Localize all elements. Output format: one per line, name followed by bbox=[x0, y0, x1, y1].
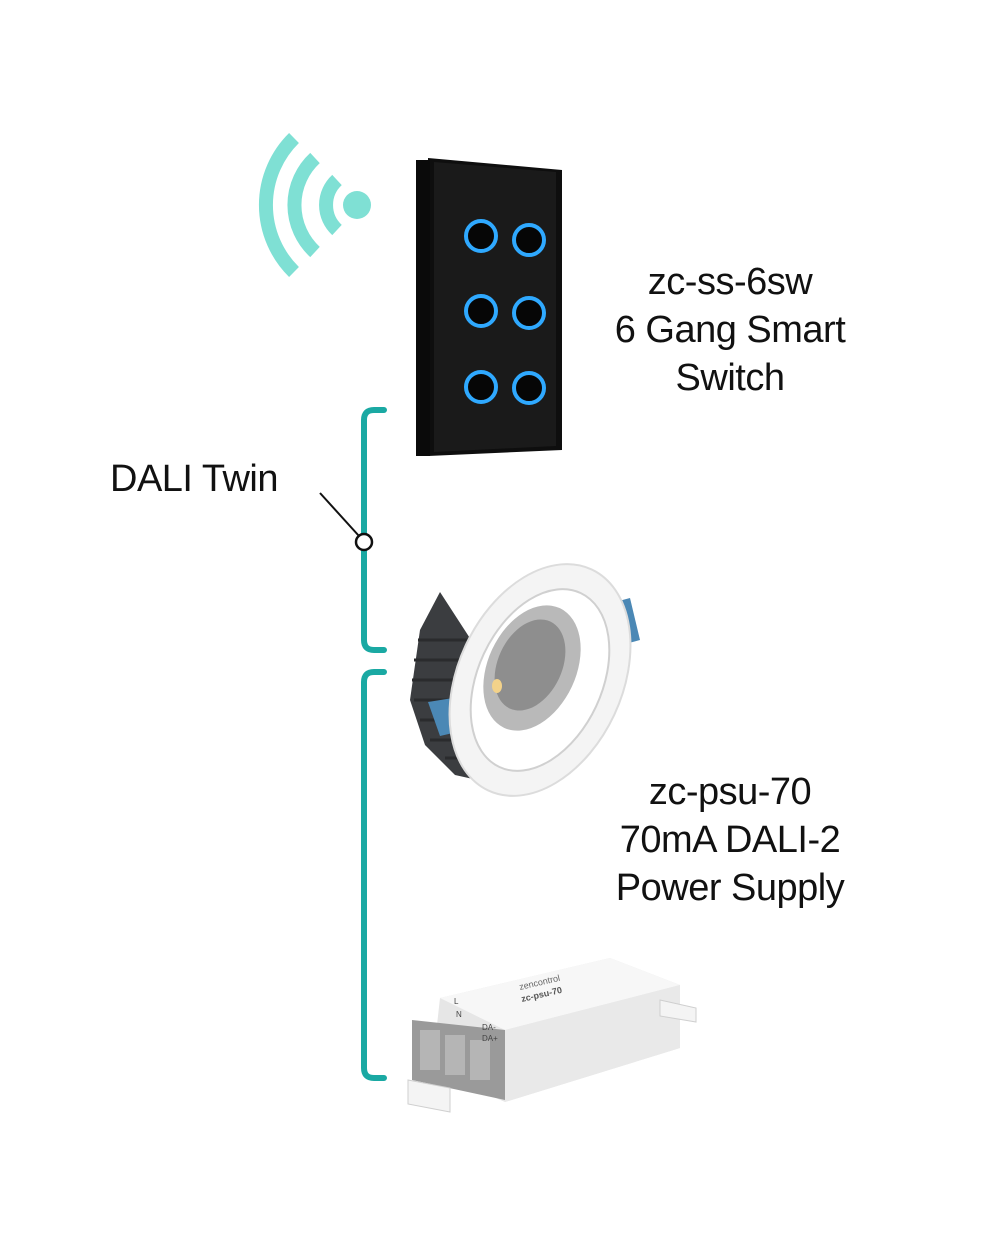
dali-bus-bracket-upper bbox=[361, 407, 387, 653]
psu-terminal-l: L bbox=[454, 997, 459, 1006]
switch-desc-line2: Switch bbox=[675, 357, 785, 399]
psu-terminal-n: N bbox=[456, 1010, 462, 1019]
psu-desc-line1: 70mA DALI-2 bbox=[619, 819, 841, 861]
switch-label: zc-ss-6sw 6 Gang Smart Switch bbox=[580, 258, 880, 402]
dali-bus-bracket-lower bbox=[361, 669, 387, 1081]
smart-switch-image bbox=[416, 158, 562, 456]
switch-desc-line1: 6 Gang Smart bbox=[614, 309, 846, 351]
psu-terminal-da-plus: DA+ bbox=[482, 1034, 498, 1043]
switch-model: zc-ss-6sw bbox=[647, 261, 813, 303]
downlight-image bbox=[410, 563, 640, 797]
dali-twin-leader bbox=[319, 492, 374, 552]
dali-twin-label: DALI Twin bbox=[110, 458, 278, 500]
wifi-icon bbox=[259, 133, 371, 277]
psu-terminal-da-minus: DA- bbox=[482, 1023, 496, 1032]
psu-model: zc-psu-70 bbox=[648, 771, 812, 813]
psu-label: zc-psu-70 70mA DALI-2 Power Supply bbox=[580, 768, 880, 912]
power-supply-image: zencontrol zc-psu-70 L N DA- DA+ bbox=[407, 958, 697, 1113]
psu-desc-line2: Power Supply bbox=[615, 867, 845, 909]
switch-buttons bbox=[464, 219, 546, 405]
